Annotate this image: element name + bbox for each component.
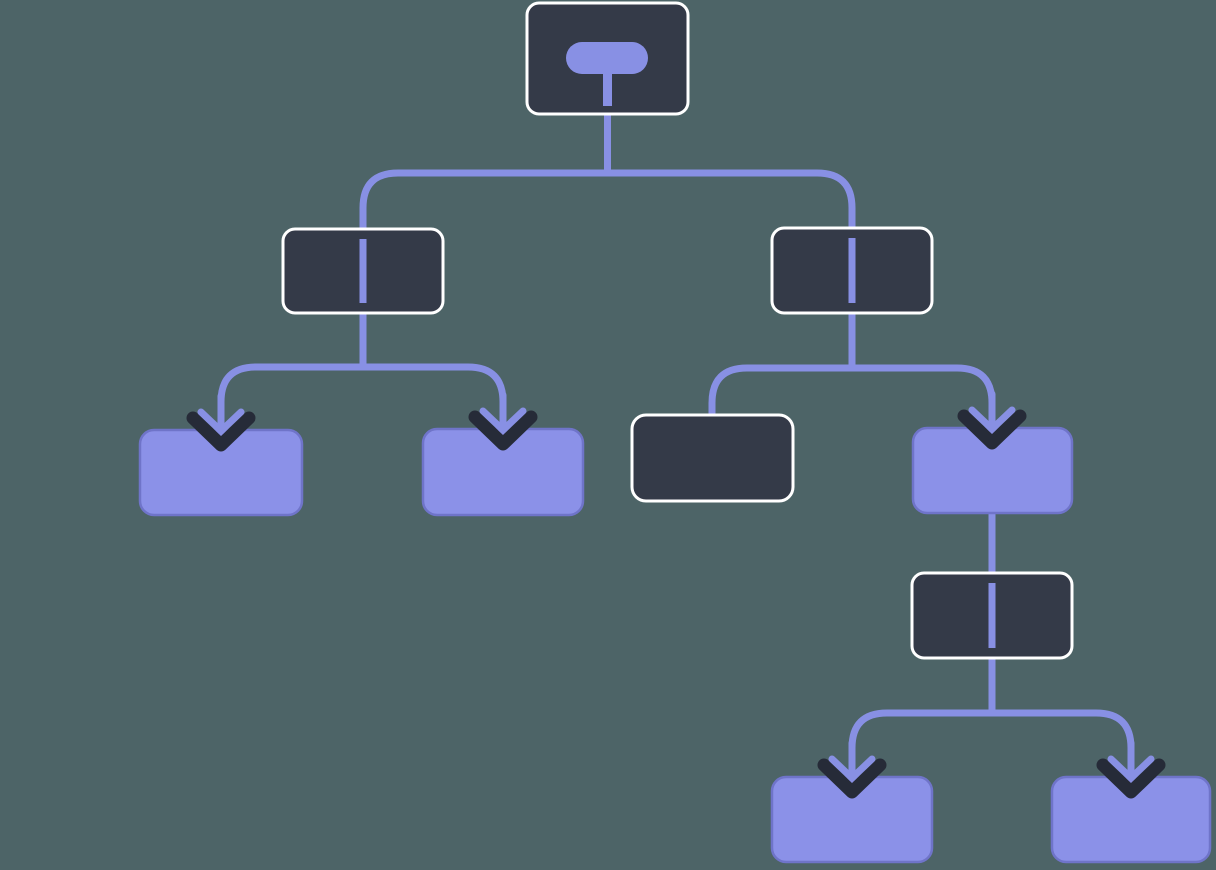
edge-left-subtree-connector	[217, 363, 507, 424]
chevron-down-arrow-icon	[468, 391, 538, 451]
chevron-down-arrow-icon	[1096, 739, 1166, 799]
tree-node-dark-plain	[630, 413, 795, 503]
edge-bottom-subtree-connector	[848, 709, 1135, 772]
vertical-line-icon	[359, 239, 367, 303]
glyph-layer	[359, 42, 996, 648]
arrow-chevron-dark	[468, 410, 538, 451]
edge-right-subtree-connector	[708, 364, 996, 424]
arrow-chevron-purple	[968, 406, 1016, 433]
edge-layer	[217, 110, 1135, 772]
arrow-chevron-dark	[957, 409, 1027, 450]
chevron-down-arrow-icon	[186, 392, 256, 452]
edge-level1-connector	[359, 169, 856, 231]
root-pill-shape	[566, 42, 648, 74]
arrow-layer	[186, 390, 1166, 799]
arrow-chevron-dark	[1096, 758, 1166, 799]
arrow-chevron-dark	[186, 411, 256, 452]
root-pill-icon	[566, 42, 648, 106]
arrow-chevron-purple	[828, 755, 876, 782]
arrow-chevron-purple	[1107, 755, 1155, 782]
vertical-line-icon	[988, 583, 996, 648]
chevron-down-arrow-icon	[957, 390, 1027, 450]
arrow-chevron-purple	[197, 408, 245, 435]
arrow-chevron-dark	[817, 758, 887, 799]
vertical-line-icon	[848, 238, 856, 303]
node-layer	[138, 1, 1212, 864]
chevron-down-arrow-icon	[817, 739, 887, 799]
arrow-chevron-purple	[479, 407, 527, 434]
root-pill-stem	[603, 70, 612, 106]
